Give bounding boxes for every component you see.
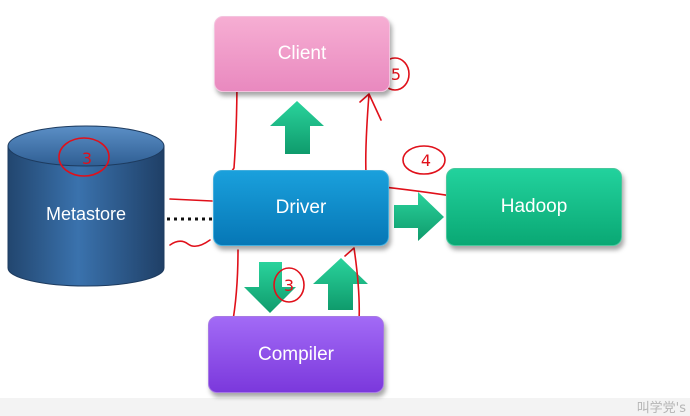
annotation-line-compiler-driver: [344, 247, 361, 323]
annotation-wave: [169, 239, 211, 248]
annotation-line-driver-compiler: [225, 249, 239, 327]
annotation-line-to-metastore: [169, 198, 213, 202]
annotation-circle-4: [402, 145, 446, 175]
metastore-label: Metastore: [45, 204, 127, 224]
client-node: Client: [214, 16, 390, 92]
hadoop-node: Hadoop: [446, 168, 622, 246]
metastore-cylinder: [7, 125, 165, 287]
arrow-driver-to-hadoop: [394, 192, 444, 241]
bottom-band: [0, 398, 690, 416]
arrow-compiler-to-driver: [313, 258, 368, 310]
annotation-line-driver-client: [359, 93, 382, 175]
arrow-driver-to-compiler: [244, 262, 296, 313]
annotation-number-3b: 3: [284, 276, 294, 295]
watermark: 叫学党's: [636, 401, 686, 416]
annotation-circle-3: [58, 137, 110, 177]
arrow-driver-to-client: [270, 101, 324, 154]
compiler-node: Compiler: [208, 316, 384, 393]
driver-node: Driver: [213, 170, 389, 246]
annotation-circle-3b: [273, 267, 305, 303]
annotation-number-4: 4: [421, 151, 431, 170]
annotation-number-3: 3: [82, 149, 92, 168]
annotation-number-5: 5: [391, 65, 401, 84]
